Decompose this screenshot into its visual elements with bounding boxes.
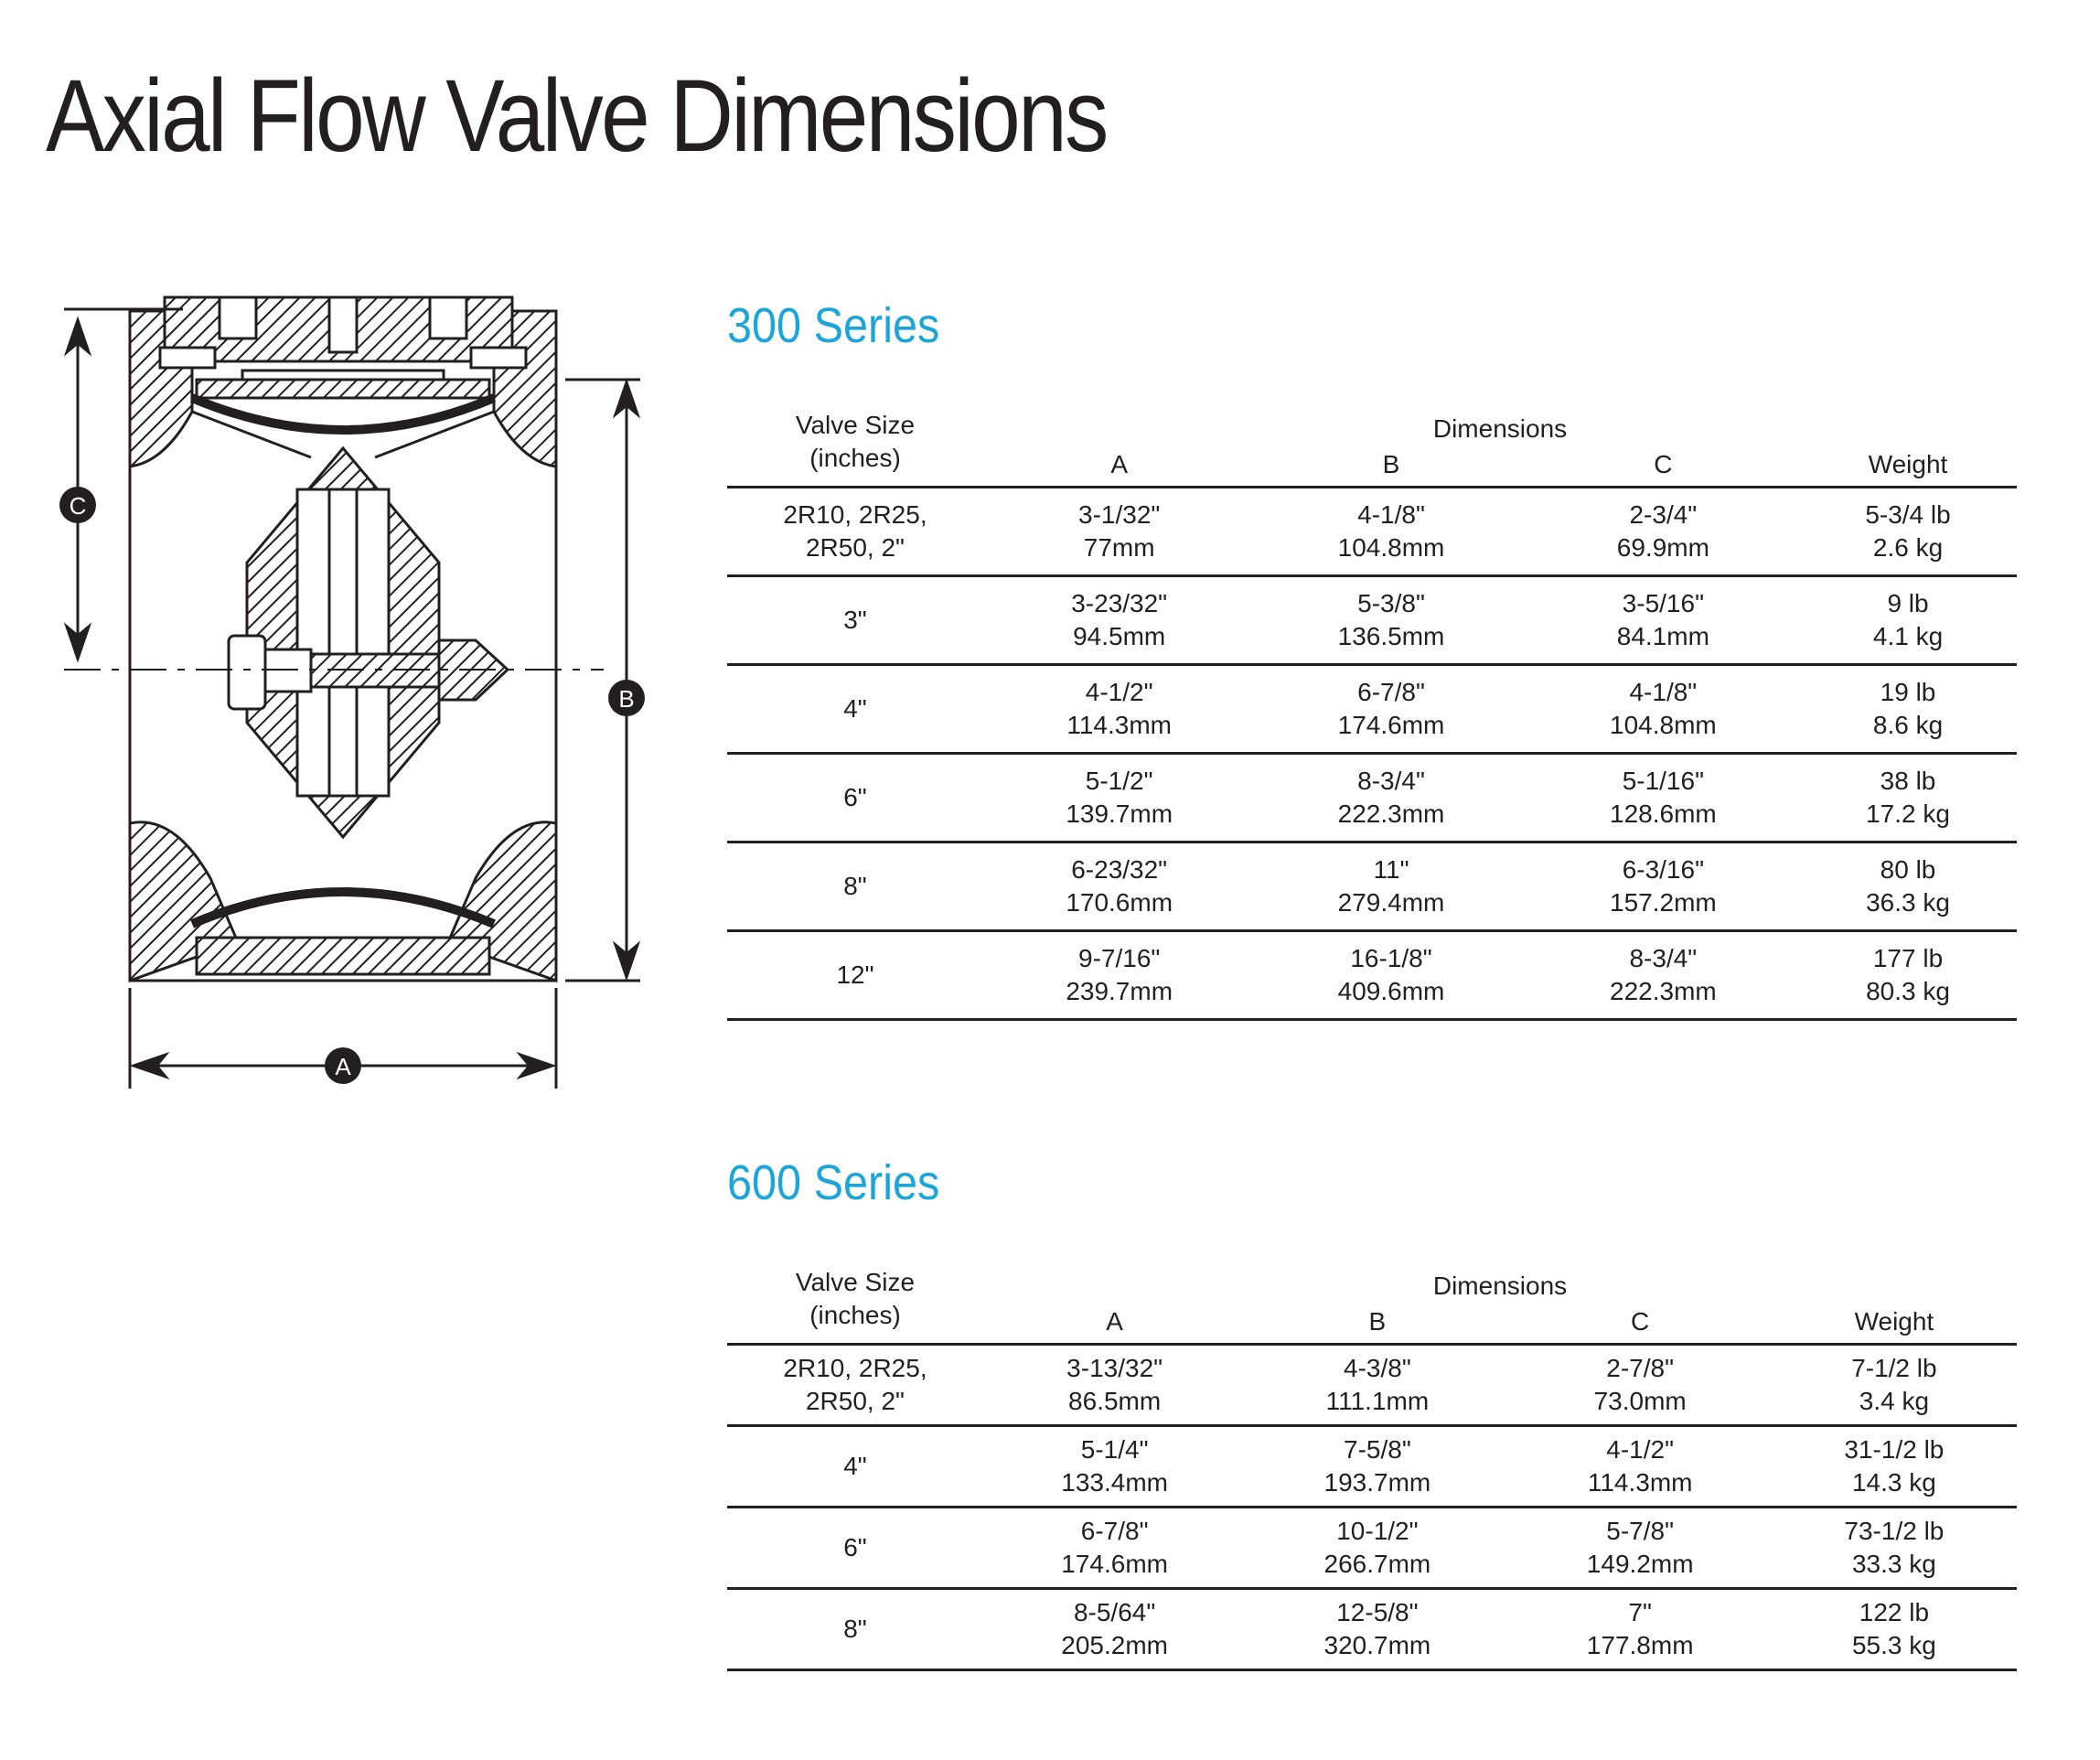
header-b: B <box>1255 444 1527 488</box>
dim-a-cell: 3-1/32"77mm <box>983 487 1256 577</box>
dim-a-cell: 6-7/8"174.6mm <box>983 1507 1247 1590</box>
header-c: C <box>1527 444 1800 488</box>
series-600-title: 600 Series <box>727 1155 940 1210</box>
dim-a-cell: 3-23/32"94.5mm <box>983 575 1256 666</box>
dimension-label-a: A <box>325 1047 361 1084</box>
valve-size-cell: 6" <box>727 753 983 843</box>
dim-c-cell: 6-3/16"157.2mm <box>1527 842 1800 932</box>
header-weight: Weight <box>1771 1301 2017 1346</box>
dim-b-cell: 8-3/4"222.3mm <box>1255 753 1527 843</box>
dim-a-cell: 5-1/2"139.7mm <box>983 753 1256 843</box>
series-300-title: 300 Series <box>727 298 940 353</box>
header-a: A <box>983 1301 1247 1346</box>
valve-size-cell: 2R10, 2R25,2R50, 2" <box>727 1344 983 1427</box>
header-c: C <box>1508 1301 1772 1346</box>
header-valve-size: Valve Size (inches) <box>727 1255 983 1346</box>
valve-size-cell: 8" <box>727 842 983 932</box>
dim-c-cell: 4-1/8"104.8mm <box>1527 664 1800 755</box>
header-valve-size: Valve Size (inches) <box>727 398 983 488</box>
valve-size-cell: 2R10, 2R25,2R50, 2" <box>727 487 983 577</box>
dim-c-cell: 5-1/16"128.6mm <box>1527 753 1800 843</box>
valve-cross-section-diagram: C B A <box>55 293 677 1098</box>
svg-text:B: B <box>618 685 634 713</box>
dimension-label-b: B <box>608 680 645 716</box>
dim-b-cell: 4-3/8"111.1mm <box>1246 1344 1509 1427</box>
header-b: B <box>1246 1301 1509 1346</box>
series-300-table: Valve Size (inches) Dimensions A B C Wei… <box>727 398 2017 1021</box>
dim-c-cell: 4-1/2"114.3mm <box>1508 1425 1772 1508</box>
dim-b-cell: 5-3/8"136.5mm <box>1255 575 1527 666</box>
dim-b-cell: 11"279.4mm <box>1255 842 1527 932</box>
svg-text:C: C <box>70 492 87 520</box>
series-600-table: Valve Size (inches) Dimensions A B C Wei… <box>727 1255 2017 1671</box>
valve-size-cell: 3" <box>727 575 983 666</box>
dim-b-cell: 16-1/8"409.6mm <box>1255 930 1527 1021</box>
dim-b-cell: 6-7/8"174.6mm <box>1255 664 1527 755</box>
dim-a-cell: 3-13/32"86.5mm <box>983 1344 1247 1427</box>
series-600-section: 600 Series Valve Size (inches) Dimension… <box>727 1154 2017 1671</box>
dim-a-cell: 6-23/32"170.6mm <box>983 842 1256 932</box>
dim-c-cell: 2-7/8"73.0mm <box>1508 1344 1772 1427</box>
valve-size-cell: 12" <box>727 930 983 1021</box>
valve-size-cell: 6" <box>727 1507 983 1590</box>
dimension-label-c: C <box>59 487 96 523</box>
svg-text:A: A <box>335 1053 351 1080</box>
valve-size-cell: 8" <box>727 1588 983 1671</box>
dim-b-cell: 10-1/2"266.7mm <box>1246 1507 1509 1590</box>
dim-a-cell: 5-1/4"133.4mm <box>983 1425 1247 1508</box>
dim-b-cell: 7-5/8"193.7mm <box>1246 1425 1509 1508</box>
valve-size-cell: 4" <box>727 664 983 755</box>
page-title: Axial Flow Valve Dimensions <box>46 59 1109 173</box>
header-dimensions: Dimensions <box>1432 414 1568 443</box>
dim-b-cell: 4-1/8"104.8mm <box>1255 487 1527 577</box>
dim-c-cell: 2-3/4"69.9mm <box>1527 487 1800 577</box>
dim-a-cell: 8-5/64"205.2mm <box>983 1588 1247 1671</box>
dim-c-cell: 7"177.8mm <box>1508 1588 1772 1671</box>
header-dimensions: Dimensions <box>1432 1272 1568 1300</box>
dim-b-cell: 12-5/8"320.7mm <box>1246 1588 1509 1671</box>
dim-a-cell: 9-7/16"239.7mm <box>983 930 1256 1021</box>
dim-c-cell: 5-7/8"149.2mm <box>1508 1507 1772 1590</box>
valve-size-cell: 4" <box>727 1425 983 1508</box>
dim-a-cell: 4-1/2"114.3mm <box>983 664 1256 755</box>
header-weight: Weight <box>1799 444 2017 488</box>
dim-c-cell: 8-3/4"222.3mm <box>1527 930 1800 1021</box>
series-300-section: 300 Series Valve Size (inches) Dimension… <box>727 297 2017 1021</box>
header-a: A <box>983 444 1256 488</box>
dim-c-cell: 3-5/16"84.1mm <box>1527 575 1800 666</box>
